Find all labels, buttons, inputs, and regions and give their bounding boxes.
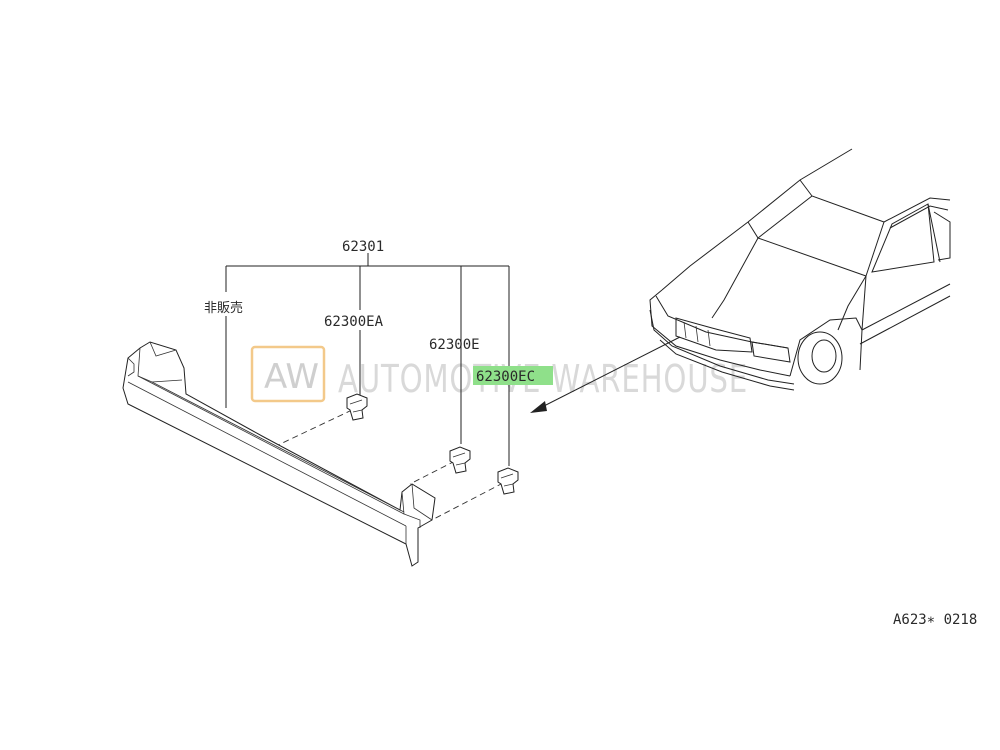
clip-62300ea	[346, 393, 368, 421]
clip-62300e	[449, 446, 471, 474]
label-62300ea: 62300EA	[324, 314, 384, 330]
car-illustration	[649, 148, 951, 391]
watermark-logo-box	[250, 345, 326, 403]
label-62301: 62301	[342, 239, 384, 255]
highlight-62300ec	[473, 366, 553, 385]
clip-62300ec	[497, 467, 519, 495]
install-lines	[275, 409, 504, 523]
watermark-logo: AW	[264, 357, 319, 397]
label-62300ec: 62300EC	[476, 369, 535, 385]
location-arrow	[530, 336, 681, 413]
label-not-for-sale: 非販売	[204, 300, 243, 316]
label-62300e: 62300E	[429, 337, 480, 353]
drawing-code: A623∗ 0218	[893, 612, 977, 628]
grille-molding	[122, 341, 436, 567]
